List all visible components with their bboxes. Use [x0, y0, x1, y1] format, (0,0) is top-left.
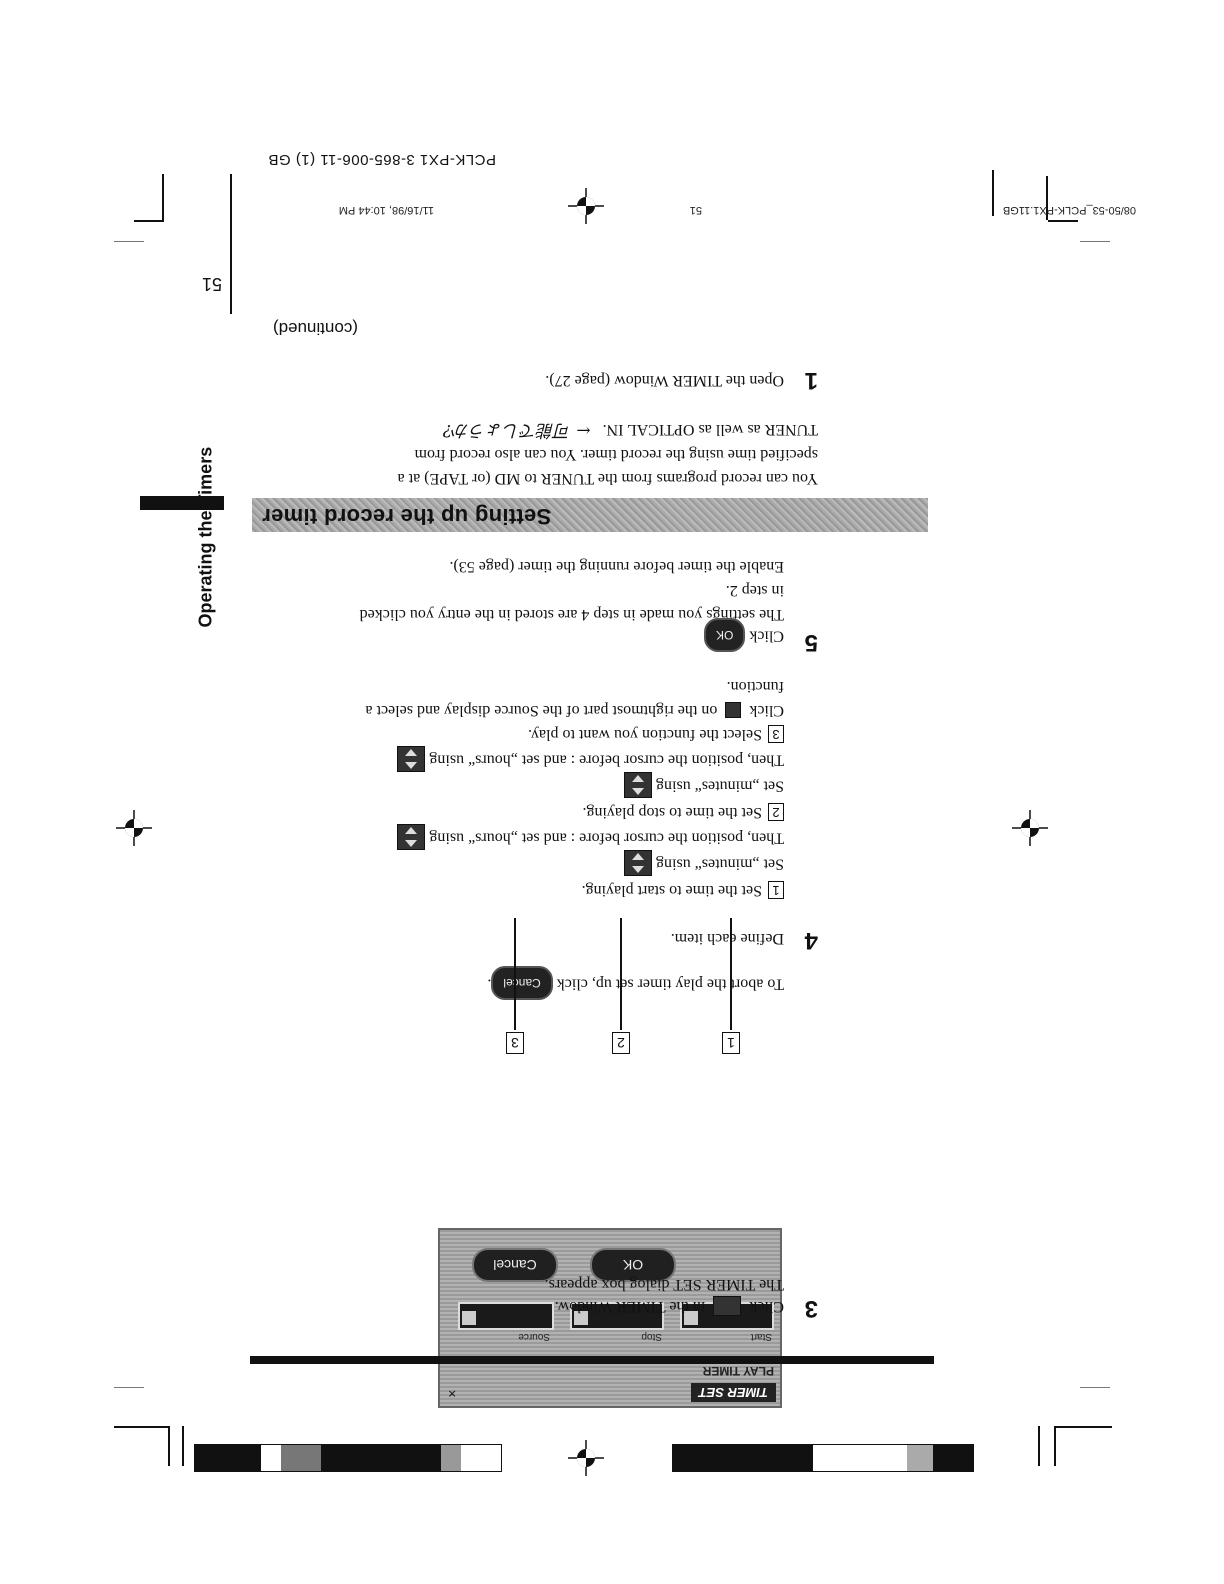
item-3-badge: 3: [768, 724, 784, 743]
handwritten-note: ← 可能でしょうか?: [442, 420, 591, 440]
file-page: 51: [689, 204, 702, 216]
registration-mark-icon: [568, 1440, 604, 1476]
step-5-line4: Enable the timer before running the time…: [449, 558, 784, 575]
item-1-hours: Then, position the cursor before : and s…: [397, 824, 784, 850]
spin-arrows-icon: [624, 772, 653, 798]
item-3-title: 3Select the function you want to play.: [528, 722, 784, 746]
crop-mark: [1038, 1426, 1040, 1466]
section-header-bar: Setting up the record timer: [252, 498, 928, 532]
timestamp: 11/16/98, 10:44 PM: [338, 204, 434, 216]
step-5-line3: in step 2.: [725, 582, 784, 599]
item-3-line2: function.: [726, 678, 784, 695]
crop-mark: [1054, 1426, 1056, 1466]
spin-arrows-icon: [397, 824, 426, 850]
step-5-number: 5: [804, 629, 818, 656]
product-code: PCLK-PX1 3-865-006-11 (1) GB: [268, 151, 496, 168]
callout-line: [514, 918, 516, 1030]
registration-mark-icon: [116, 810, 152, 846]
close-icon: ×: [448, 1386, 457, 1402]
step-1-text: Open the TIMER Window (page 27).: [545, 372, 784, 389]
source-label: Source: [518, 1331, 550, 1342]
section-intro-line1: You can record programs from the TUNER t…: [397, 470, 818, 487]
crop-mark: [230, 174, 232, 276]
stop-label: Stop: [641, 1331, 662, 1342]
side-tab-label: Operating the Timers: [195, 446, 216, 628]
item-1-minutes: Set „minutes“ using: [624, 850, 784, 876]
page-rule: [230, 274, 232, 314]
abort-note: To abort the play timer set up, click Ca…: [487, 966, 784, 1000]
callout-3: 3: [506, 1032, 524, 1054]
file-info: 08/50-53_PCLK-PX1.11GB: [1002, 204, 1136, 216]
registration-mark-icon: [568, 188, 604, 224]
start-label: Start: [750, 1331, 772, 1342]
step-5-line1: Click OK: [703, 618, 784, 652]
section-intro-line3: TUNER as well as OPTICAL IN. ← 可能でしょうか?: [442, 420, 818, 440]
item-1-badge: 1: [768, 880, 784, 899]
registration-mark-icon: [1012, 810, 1048, 846]
page-number: 51: [201, 274, 222, 294]
step-3-line1: Click in the TIMER Window.: [555, 1294, 784, 1318]
item-2-hours: Then, position the cursor before : and s…: [397, 746, 784, 772]
continued-label: (continued): [272, 319, 358, 338]
callout-1: 1: [722, 1032, 740, 1054]
color-bar: [194, 1444, 502, 1472]
crop-mark: [182, 1426, 184, 1466]
source-field: [458, 1302, 554, 1330]
step-1-number: 1: [804, 367, 818, 394]
item-3-line1: Click on the rightmost part of the Sourc…: [365, 701, 784, 719]
crop-mark: [992, 170, 994, 216]
spin-arrows-icon: [624, 850, 653, 876]
crop-mark: [114, 241, 144, 242]
callout-line: [620, 918, 622, 1030]
crop-mark: [168, 1426, 170, 1466]
crop-mark: [134, 220, 164, 222]
step-4-text: Define each item.: [670, 930, 784, 947]
crop-mark: [114, 1387, 144, 1388]
callout-line: [730, 918, 732, 1030]
callout-2: 2: [612, 1032, 630, 1054]
crop-mark: [1080, 241, 1110, 242]
step-3-number: 3: [804, 1295, 818, 1322]
crop-mark: [1080, 1387, 1110, 1388]
section-title: Setting up the record timer: [262, 504, 552, 529]
crop-mark: [1046, 176, 1048, 220]
timer-set-icon: [713, 1295, 742, 1316]
cancel-button-icon: Cancel: [491, 966, 553, 1000]
crop-mark: [1056, 1426, 1112, 1428]
section-intro-line2: specified time using the record timer. Y…: [414, 446, 818, 463]
item-2-title: 2Set the time to stop playing.: [582, 800, 784, 824]
dialog-title: TIMER SET: [690, 1383, 776, 1402]
timer-set-dialog: TIMER SET × PLAY TIMER Start Stop Source…: [438, 1228, 782, 1408]
item-2-badge: 2: [768, 802, 784, 821]
crop-mark: [1048, 220, 1078, 222]
item-1-title: 1Set the time to start playing.: [582, 878, 784, 902]
spin-arrows-icon: [397, 746, 426, 772]
bottom-rule: [250, 1356, 934, 1364]
dropdown-arrow-icon: [725, 701, 742, 718]
crop-mark: [114, 1426, 170, 1428]
color-bar: [672, 1444, 974, 1472]
step-3-line2: The TIMER SET dialog box appears.: [544, 1276, 784, 1293]
step-4-number: 4: [804, 927, 818, 954]
crop-mark: [162, 174, 164, 222]
dialog-subtitle: PLAY TIMER: [702, 1364, 774, 1378]
item-2-minutes: Set „minutes“ using: [624, 772, 784, 798]
ok-button-icon: OK: [703, 618, 746, 652]
